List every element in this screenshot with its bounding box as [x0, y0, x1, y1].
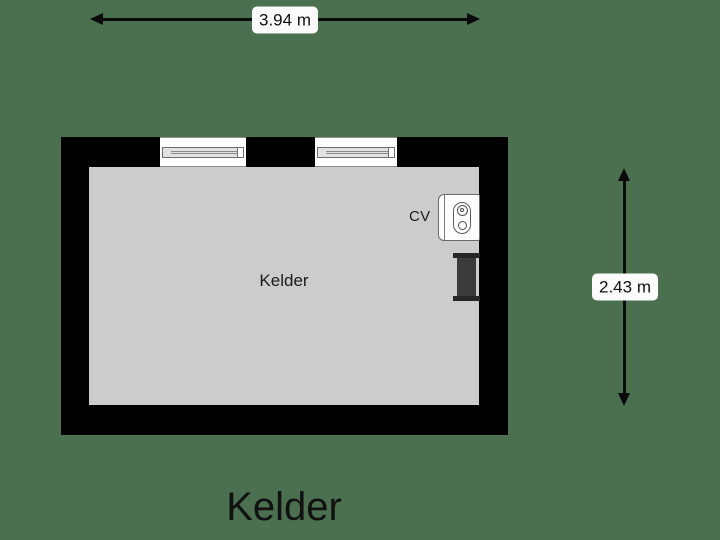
boiler-dial — [453, 202, 471, 234]
boiler-icon — [438, 194, 480, 241]
room-walls: Kelder — [61, 137, 508, 435]
page-title: Kelder — [226, 485, 342, 529]
radiator-icon — [453, 253, 480, 301]
window-sill — [160, 166, 246, 167]
window-sill — [315, 166, 397, 167]
boiler-ring-lower-icon — [457, 221, 467, 230]
boiler-ring-inner-icon — [460, 208, 464, 212]
dimension-height-label: 2.43 m — [592, 273, 658, 301]
window-top-right — [315, 137, 397, 167]
arrow-right-icon — [467, 13, 480, 25]
radiator-cap-bottom — [453, 296, 480, 301]
arrow-down-icon — [618, 393, 630, 406]
dimension-height: 2.43 m — [592, 168, 658, 406]
dimension-width-label: 3.94 m — [252, 6, 318, 34]
window-sill — [315, 137, 397, 138]
boiler-edge — [444, 195, 445, 240]
boiler-ring-outer-icon — [456, 205, 468, 216]
window-pane — [317, 147, 395, 158]
dimension-width: 3.94 m — [90, 6, 480, 34]
cv-boiler-label: CV — [409, 208, 431, 225]
window-sill — [160, 137, 246, 138]
arrow-up-icon — [618, 168, 630, 181]
room-floor: Kelder — [89, 167, 479, 405]
window-jamb — [388, 147, 395, 158]
window-pane — [162, 147, 244, 158]
radiator-cap-top — [453, 253, 480, 258]
room-name-label: Kelder — [259, 271, 309, 290]
window-jamb — [237, 147, 244, 158]
window-top-left — [160, 137, 246, 167]
arrow-left-icon — [90, 13, 103, 25]
